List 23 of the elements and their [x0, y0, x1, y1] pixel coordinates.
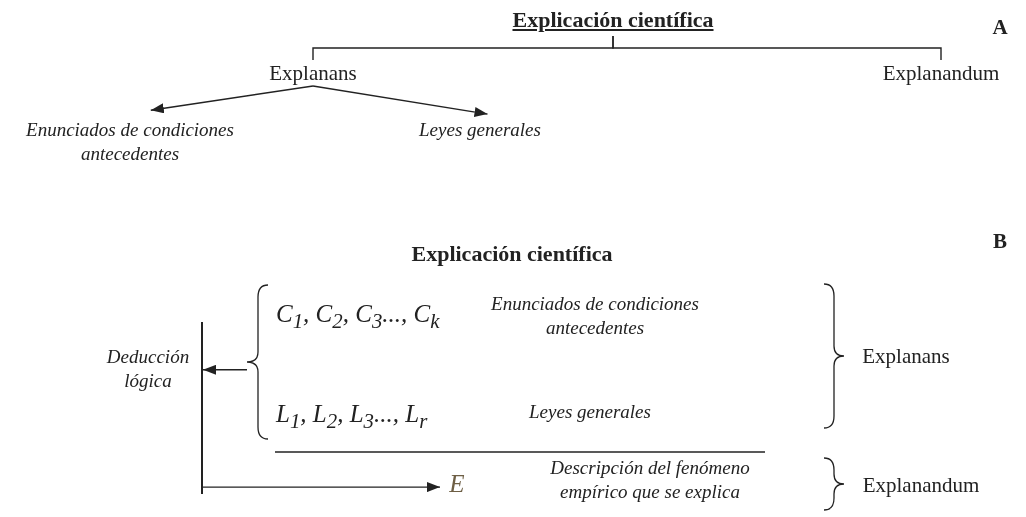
- italic-text: Enunciados de condiciones antecedentes: [0, 118, 260, 170]
- arrow: [312, 85, 489, 117]
- connector-line: [612, 35, 942, 61]
- arrow: [150, 85, 314, 114]
- italic-text: Descripción del fenómeno empírico que se explica: [549, 456, 751, 504]
- formula-text: L$_{1}$, L$_{2}$, L$_{3}$..., L$_{r}$: [276, 398, 491, 435]
- heading-text: Explicación científica: [483, 6, 743, 36]
- curly-brace: [247, 284, 268, 440]
- term-text: Explanandum: [861, 472, 981, 499]
- arrow: [202, 364, 248, 375]
- term-text: Explanans: [248, 60, 378, 87]
- term-text: Explanandum: [866, 60, 1016, 87]
- formula-text: C$_{1}$, C$_{2}$, C$_{3}$..., C$_{k}$: [276, 298, 491, 335]
- formula-text: E: [440, 468, 474, 504]
- italic-text: Deducción lógica: [98, 345, 198, 399]
- italic-text: Leyes generales: [405, 118, 555, 144]
- italic-text: Leyes generales: [528, 400, 652, 424]
- panel-letter: B: [992, 228, 1008, 255]
- arrow: [202, 482, 441, 493]
- panel-letter: A: [991, 14, 1009, 41]
- heading-text: Explicación científica: [410, 240, 614, 268]
- term-text: Explanans: [861, 343, 951, 370]
- italic-text: Enunciados de condiciones antecedentes: [490, 292, 700, 340]
